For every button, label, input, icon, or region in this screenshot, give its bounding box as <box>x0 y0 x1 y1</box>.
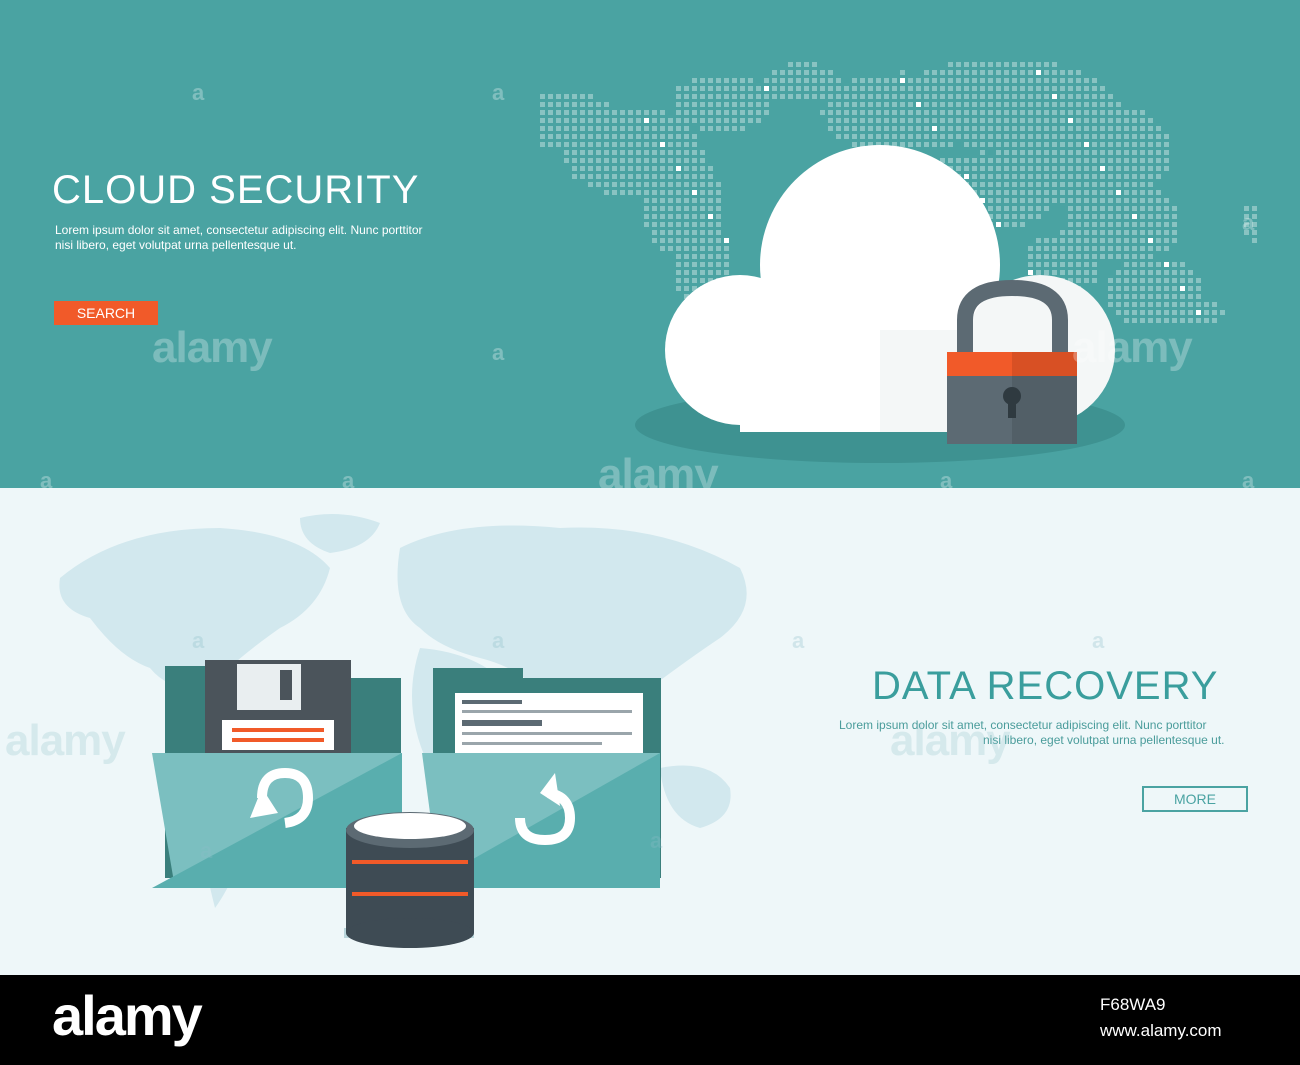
watermark: alamy <box>5 716 126 765</box>
cloud-security-description-line2: nisi libero, eget volutpat urna pellente… <box>55 238 297 252</box>
site-url: www.alamy.com <box>1100 1021 1222 1040</box>
watermark-letter: a <box>1092 628 1105 653</box>
padlock-icon <box>947 279 1077 444</box>
image-id: F68WA9 <box>1100 995 1166 1014</box>
footer-bar: alamy F68WA9 www.alamy.com <box>0 975 1300 1065</box>
folder-front <box>152 753 402 888</box>
search-button[interactable]: SEARCH <box>54 301 158 325</box>
data-recovery-description-line2: nisi libero, eget volutpat urna pellente… <box>983 733 1225 747</box>
watermark: alamy <box>598 450 719 488</box>
watermark-letter: a <box>792 628 805 653</box>
document-icon <box>455 693 643 763</box>
watermark-letter: a <box>492 340 505 365</box>
more-button[interactable]: MORE <box>1142 786 1248 812</box>
watermark-letter: a <box>192 628 205 653</box>
data-recovery-banner: DATA RECOVERY Lorem ipsum dolor sit amet… <box>0 488 1300 975</box>
watermark-letter: a <box>192 80 205 105</box>
watermark-letter: a <box>940 468 953 488</box>
watermark-letter: a <box>40 468 53 488</box>
watermark-letter: a <box>1242 210 1255 235</box>
watermark-letter: a <box>492 628 505 653</box>
watermark: alamy <box>890 716 1011 765</box>
cloud-security-banner: CLOUD SECURITY Lorem ipsum dolor sit ame… <box>0 0 1300 488</box>
watermark-letter: a <box>650 828 663 853</box>
data-recovery-illustration <box>59 514 747 948</box>
data-recovery-description-line1: Lorem ipsum dolor sit amet, consectetur … <box>839 718 1207 732</box>
folder-front <box>422 753 660 888</box>
watermark-letter: a <box>1242 468 1255 488</box>
data-recovery-title: DATA RECOVERY <box>872 664 1219 708</box>
watermark-letter: a <box>342 468 355 488</box>
refresh-arrow-icon <box>250 767 314 828</box>
floppy-disk-icon <box>205 660 351 756</box>
watermark-letter: a <box>492 80 505 105</box>
cloud-security-illustration <box>540 62 1257 463</box>
refresh-arrow-icon <box>515 773 576 846</box>
alamy-logo: alamy <box>52 984 203 1047</box>
watermark-letter: a <box>200 838 213 863</box>
cloud-security-description-line1: Lorem ipsum dolor sit amet, consectetur … <box>55 223 423 237</box>
database-icon <box>344 812 474 948</box>
cloud-security-title: CLOUD SECURITY <box>52 168 420 212</box>
watermark: alamy <box>1072 323 1193 372</box>
watermark: alamy <box>152 323 273 372</box>
